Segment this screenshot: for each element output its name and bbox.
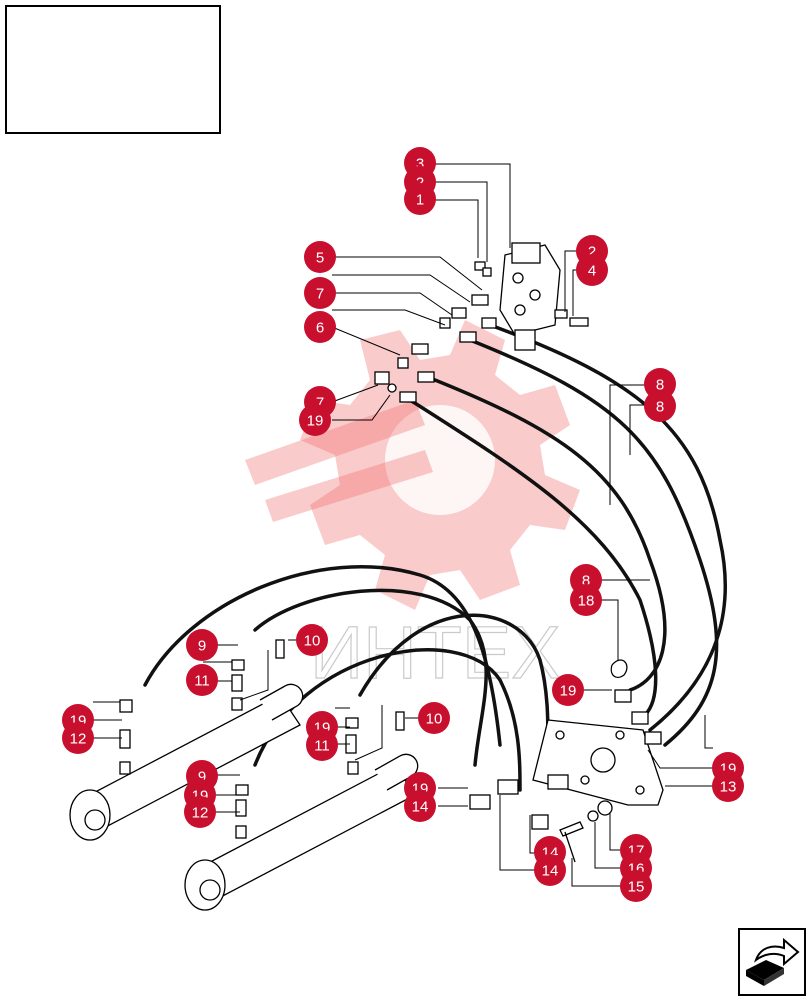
callout-label: 5 <box>316 250 324 267</box>
callout-13: 13 <box>712 770 744 802</box>
hydraulic-cylinder-left <box>69 683 304 841</box>
fittings-upper <box>374 261 589 403</box>
callout-6: 6 <box>304 311 336 343</box>
callout-label: 2 <box>588 244 596 261</box>
callout-19: 19 <box>299 404 331 436</box>
callout-label: 7 <box>316 395 324 412</box>
callout-marker <box>304 241 336 273</box>
callout-label: 10 <box>426 711 443 728</box>
callout-marker <box>534 854 566 886</box>
hydraulic-cylinder-right <box>184 753 419 911</box>
hoses <box>143 323 728 792</box>
callout-label: 13 <box>720 779 737 796</box>
leader-lines <box>93 163 713 887</box>
callout-label: 7 <box>316 286 324 303</box>
callout-label: 9 <box>198 638 206 655</box>
callout-label: 18 <box>578 593 595 610</box>
callout-marker <box>576 254 608 286</box>
callout-marker <box>404 790 436 822</box>
callout-marker <box>552 674 584 706</box>
callout-label: 19 <box>560 683 577 700</box>
next-page-button[interactable] <box>738 928 806 996</box>
callout-14: 14 <box>534 854 566 886</box>
callout-label: 8 <box>656 377 664 394</box>
control-valve <box>499 242 561 351</box>
callout-marker <box>404 183 436 215</box>
callout-label: 19 <box>307 413 324 430</box>
callout-label: 14 <box>412 799 429 816</box>
callout-label: 11 <box>314 738 330 755</box>
callout-marker <box>712 770 744 802</box>
callout-label: 11 <box>194 673 210 690</box>
callout-label: 14 <box>542 863 559 880</box>
callout-12: 12 <box>184 796 216 828</box>
callout-label: 9 <box>198 769 206 786</box>
callout-1: 1 <box>404 183 436 215</box>
callout-15: 15 <box>620 870 652 902</box>
callout-14: 14 <box>404 790 436 822</box>
callout-10: 10 <box>296 624 328 656</box>
callout-marker <box>570 584 602 616</box>
callout-label: 12 <box>192 805 209 822</box>
title-block <box>5 5 221 134</box>
callout-4: 4 <box>576 254 608 286</box>
callout-11: 11 <box>306 729 338 761</box>
mounting-plate <box>532 719 664 806</box>
callout-label: 12 <box>70 731 87 748</box>
callout-11: 11 <box>186 664 218 696</box>
callout-8: 8 <box>644 390 676 422</box>
callout-label: 6 <box>316 320 324 337</box>
callout-marker <box>644 368 676 400</box>
callout-12: 12 <box>62 722 94 754</box>
callout-7: 7 <box>304 277 336 309</box>
callout-9: 9 <box>186 629 218 661</box>
callout-label: 10 <box>304 633 321 650</box>
callout-label: 8 <box>656 399 664 416</box>
callout-marker <box>304 277 336 309</box>
callout-18: 18 <box>570 584 602 616</box>
callout-marker <box>418 702 450 734</box>
next-page-arrow-icon <box>746 937 800 986</box>
callout-19: 19 <box>552 674 584 706</box>
callout-marker <box>186 664 218 696</box>
callout-10: 10 <box>418 702 450 734</box>
callout-label: 1 <box>416 192 424 209</box>
watermark-gear-icon <box>245 320 580 610</box>
callout-marker <box>306 729 338 761</box>
callout-5: 5 <box>304 241 336 273</box>
callout-label: 15 <box>628 879 645 896</box>
fittings-lower <box>469 659 662 863</box>
callout-marker <box>620 870 652 902</box>
callout-label: 8 <box>582 573 590 590</box>
callout-marker <box>184 796 216 828</box>
callout-8: 8 <box>644 368 676 400</box>
callout-marker <box>644 390 676 422</box>
callout-marker <box>62 722 94 754</box>
callout-marker <box>296 624 328 656</box>
callout-marker <box>304 311 336 343</box>
callout-label: 4 <box>588 263 596 280</box>
callout-marker <box>299 404 331 436</box>
callout-label: 3 <box>416 156 424 173</box>
fittings-cylinder <box>119 639 405 817</box>
callout-marker <box>186 629 218 661</box>
